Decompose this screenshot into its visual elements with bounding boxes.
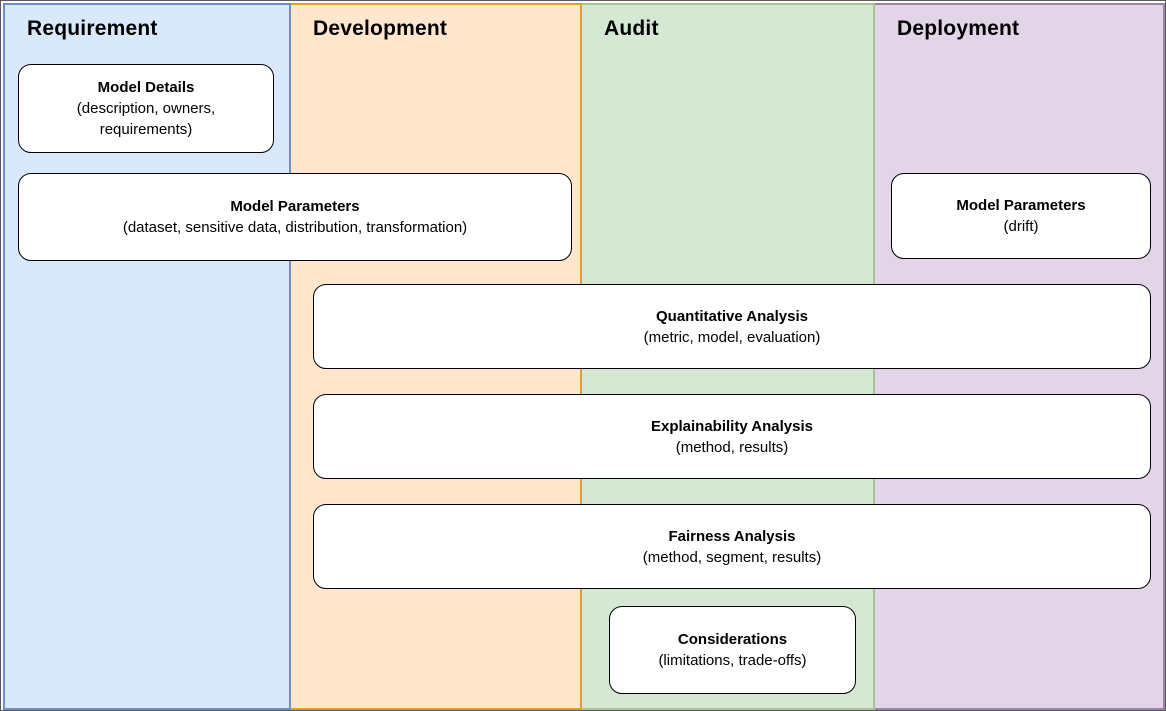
- lane-deployment-title: Deployment: [897, 17, 1020, 40]
- node-subtitle: (method, results): [675, 438, 789, 456]
- node-title: Explainability Analysis: [650, 417, 813, 435]
- node-title: Model Parameters: [230, 198, 360, 215]
- node-title: Fairness Analysis: [668, 527, 796, 545]
- node-subtitle: (dataset, sensitive data, distribution, …: [122, 219, 468, 236]
- node-quantitative-analysis: Quantitative Analysis (metric, model, ev…: [313, 284, 1151, 369]
- node-subtitle: (description, owners, requirements): [76, 100, 216, 138]
- node-title: Model Details: [97, 79, 195, 96]
- lane-development-title: Development: [313, 17, 448, 40]
- node-subtitle: (method, segment, results): [642, 548, 822, 566]
- node-title: Considerations: [677, 631, 788, 648]
- node-model-parameters: Model Parameters (dataset, sensitive dat…: [18, 173, 572, 261]
- lane-requirement-title: Requirement: [27, 17, 158, 40]
- node-explainability-analysis: Explainability Analysis (method, results…: [313, 394, 1151, 479]
- lane-audit-title: Audit: [604, 17, 659, 40]
- node-model-details: Model Details (description, owners, requ…: [18, 64, 274, 153]
- node-model-parameters-drift: Model Parameters (drift): [891, 173, 1151, 259]
- node-considerations: Considerations (limitations, trade-offs): [609, 606, 856, 694]
- node-subtitle: (drift): [1003, 218, 1039, 235]
- node-title: Quantitative Analysis: [656, 307, 808, 325]
- node-subtitle: (metric, model, evaluation): [643, 328, 821, 346]
- node-title: Model Parameters: [956, 197, 1086, 214]
- node-subtitle: (limitations, trade-offs): [658, 652, 807, 669]
- node-fairness-analysis: Fairness Analysis (method, segment, resu…: [313, 504, 1151, 589]
